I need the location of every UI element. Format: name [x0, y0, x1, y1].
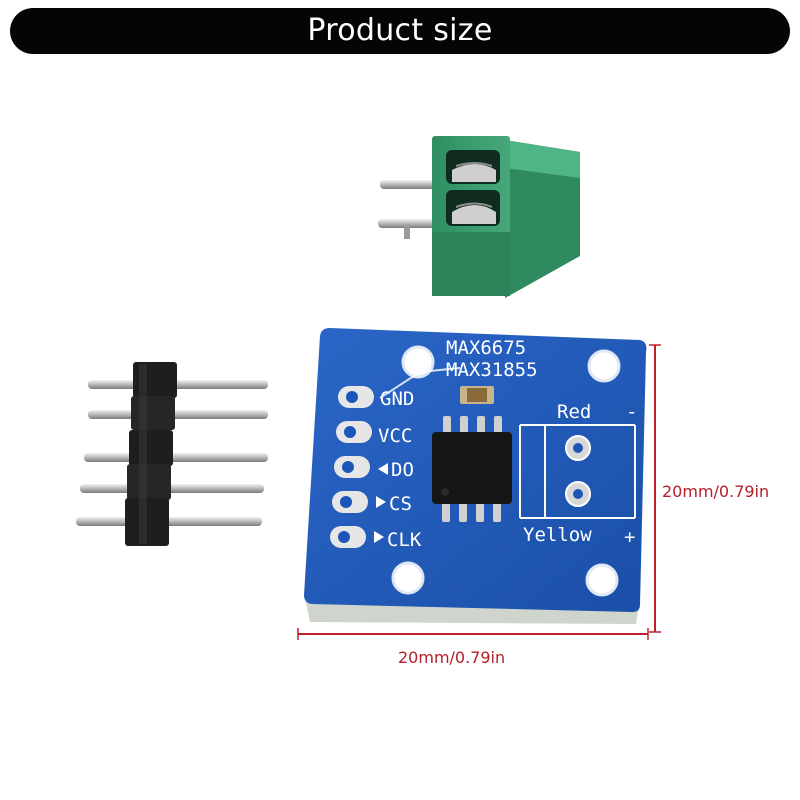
- width-dimension-label: 20mm/0.79in: [398, 648, 506, 667]
- pin-label-cs: CS: [389, 493, 412, 515]
- width-dimension: [297, 628, 649, 640]
- pin-label-vcc: VCC: [378, 425, 412, 447]
- terminal-sign-plus: +: [624, 526, 635, 548]
- terminal-sign-minus: -: [626, 401, 637, 423]
- pin-label-do: DO: [391, 459, 414, 481]
- ic-chip: [432, 432, 512, 504]
- pin-header: [76, 362, 268, 546]
- title-banner: Product size: [10, 8, 790, 54]
- terminal-label-yellow: Yellow: [523, 524, 592, 546]
- thermocouple-pcb: MAX6675 MAX31855 GND VCC DO CS CLK Red -…: [304, 328, 647, 624]
- height-dimension: [649, 344, 661, 633]
- title-text: Product size: [307, 13, 493, 48]
- chip-label-1: MAX6675: [446, 337, 526, 359]
- terminal-label-red: Red: [557, 401, 591, 423]
- header-pads: [330, 386, 374, 548]
- chip-label-2: MAX31855: [446, 359, 538, 381]
- pin-label-clk: CLK: [387, 529, 422, 551]
- pin-label-gnd: GND: [380, 388, 414, 410]
- height-dimension-label: 20mm/0.79in: [662, 482, 770, 501]
- screw-terminal-block: [378, 136, 580, 298]
